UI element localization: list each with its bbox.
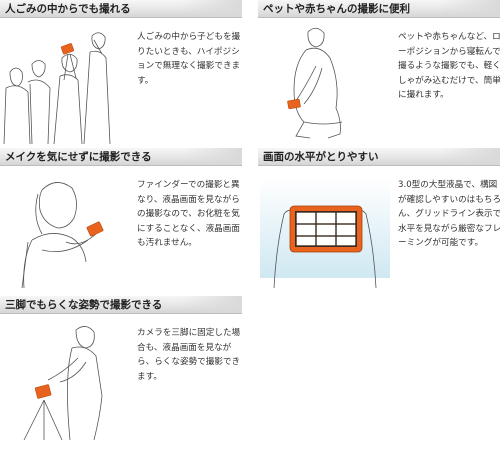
feature-panel-tripod: 三脚でもらくな姿勢で撮影できる カメラを三脚に固定した場合も、液晶画面を見ながら…: [0, 296, 242, 446]
section-description: カメラを三脚に固定した場合も、液晶画面を見ながら、らくな姿勢で撮影できます。: [137, 328, 241, 382]
section-header: 人ごみの中からでも撮れる: [0, 0, 242, 18]
feature-panel-low-position: ペットや赤ちゃんの撮影に便利 ペットや赤ちゃんなど、ローポジションから寝転んで撮…: [258, 0, 500, 150]
section-description: 3.0型の大型液晶で、構図が確認しやすいのはもちろん、グリッドライン表示で水平を…: [398, 180, 500, 248]
section-description: ペットや赤ちゃんなど、ローポジションから寝転んで撮るような撮影でも、軽くしゃがみ…: [398, 32, 500, 100]
crowd-illustration: [3, 32, 111, 144]
feature-panel-makeup: メイクを気にせずに撮影できる ファインダーでの撮影と異なり、液晶画面を見ながらの…: [0, 148, 242, 298]
tripod-illustration: [23, 326, 103, 440]
section-description: 人ごみの中から子どもを撮りたいときも、ハイポジションで無理なく撮影できます。: [137, 32, 241, 86]
feature-panel-crowd: 人ごみの中からでも撮れる 人ごみの中から子どもを撮りたいときも、ハイポジションで…: [0, 0, 242, 150]
section-header: 画面の水平がとりやすい: [258, 148, 500, 166]
camera-grid-display-illustration: [260, 178, 390, 289]
section-header: メイクを気にせずに撮影できる: [0, 148, 242, 166]
feature-panel-level-framing: 画面の水平がとりやすい 3.0型の大型液晶で、構図が確認しやすいのはもちろん: [258, 148, 500, 298]
section-header: ペットや赤ちゃんの撮影に便利: [258, 0, 500, 18]
section-description: ファインダーでの撮影と異なり、液晶画面を見ながらの撮影なので、お化粧を気にするこ…: [137, 180, 240, 248]
section-header: 三脚でもらくな姿勢で撮影できる: [0, 296, 242, 314]
crouching-person-illustration: [287, 27, 343, 139]
woman-with-camera-illustration: [21, 182, 104, 289]
